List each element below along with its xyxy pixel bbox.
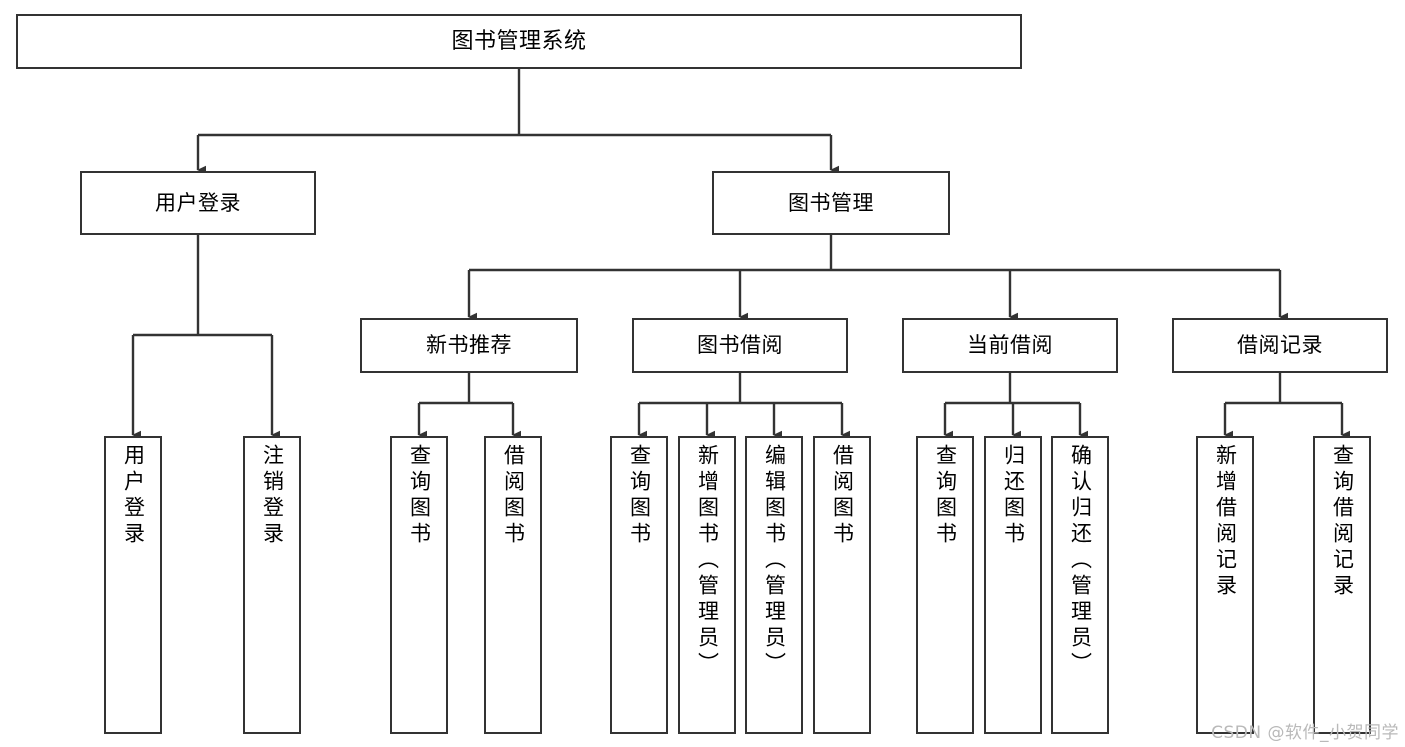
node-leaf-bb-add[interactable]: 新增图书（管理员） bbox=[678, 436, 736, 734]
node-new-book-rec[interactable]: 新书推荐 bbox=[360, 318, 578, 373]
node-label-leaf-br-query: 查询借阅记录 bbox=[1330, 444, 1355, 600]
node-label-leaf-cb-return: 归还图书 bbox=[1001, 444, 1026, 548]
node-leaf-cb-return[interactable]: 归还图书 bbox=[984, 436, 1042, 734]
node-label-book-borrow: 图书借阅 bbox=[697, 333, 783, 357]
edges bbox=[131, 69, 1350, 440]
node-leaf-bb-borrow[interactable]: 借阅图书 bbox=[813, 436, 871, 734]
node-label-new-book-rec: 新书推荐 bbox=[426, 333, 512, 357]
node-label-leaf-logout: 注销登录 bbox=[260, 444, 285, 548]
node-label-root: 图书管理系统 bbox=[451, 28, 587, 54]
node-leaf-logout[interactable]: 注销登录 bbox=[243, 436, 301, 734]
node-leaf-bb-edit[interactable]: 编辑图书（管理员） bbox=[745, 436, 803, 734]
node-label-current-borrow: 当前借阅 bbox=[967, 333, 1053, 357]
node-leaf-bb-query[interactable]: 查询图书 bbox=[610, 436, 668, 734]
node-book-borrow[interactable]: 图书借阅 bbox=[632, 318, 848, 373]
node-label-leaf-rec-query: 查询图书 bbox=[407, 444, 432, 548]
node-leaf-cb-query[interactable]: 查询图书 bbox=[916, 436, 974, 734]
node-leaf-user-login[interactable]: 用户登录 bbox=[104, 436, 162, 734]
node-leaf-rec-query[interactable]: 查询图书 bbox=[390, 436, 448, 734]
node-label-book-manage: 图书管理 bbox=[788, 190, 874, 215]
node-label-leaf-bb-query: 查询图书 bbox=[627, 444, 652, 548]
node-label-user-login: 用户登录 bbox=[155, 190, 241, 215]
node-label-leaf-cb-query: 查询图书 bbox=[933, 444, 958, 548]
node-label-leaf-cb-confirm: 确认归还（管理员） bbox=[1068, 444, 1093, 678]
node-borrow-record[interactable]: 借阅记录 bbox=[1172, 318, 1388, 373]
node-label-leaf-bb-edit: 编辑图书（管理员） bbox=[762, 444, 787, 678]
node-label-leaf-bb-add: 新增图书（管理员） bbox=[695, 444, 720, 678]
node-label-leaf-br-add: 新增借阅记录 bbox=[1213, 444, 1238, 600]
node-label-leaf-bb-borrow: 借阅图书 bbox=[830, 444, 855, 548]
node-leaf-rec-borrow[interactable]: 借阅图书 bbox=[484, 436, 542, 734]
node-label-borrow-record: 借阅记录 bbox=[1237, 333, 1323, 357]
node-label-leaf-user-login: 用户登录 bbox=[121, 444, 146, 548]
node-root[interactable]: 图书管理系统 bbox=[16, 14, 1022, 69]
node-book-manage[interactable]: 图书管理 bbox=[712, 171, 950, 235]
node-current-borrow[interactable]: 当前借阅 bbox=[902, 318, 1118, 373]
node-user-login[interactable]: 用户登录 bbox=[80, 171, 316, 235]
node-label-leaf-rec-borrow: 借阅图书 bbox=[501, 444, 526, 548]
node-leaf-br-query[interactable]: 查询借阅记录 bbox=[1313, 436, 1371, 734]
node-leaf-cb-confirm[interactable]: 确认归还（管理员） bbox=[1051, 436, 1109, 734]
node-leaf-br-add[interactable]: 新增借阅记录 bbox=[1196, 436, 1254, 734]
